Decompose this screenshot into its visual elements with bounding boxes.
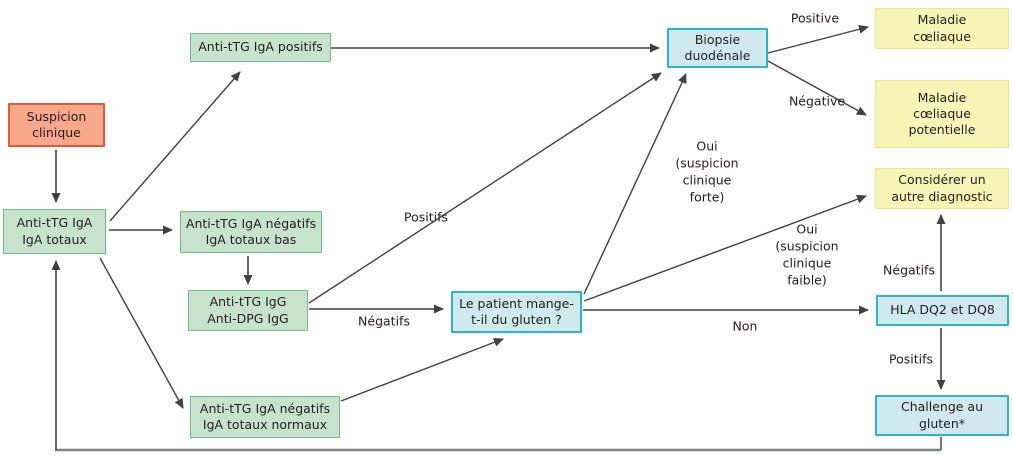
node-maladie-coeliaque-potentielle: Maladie cœliaque potentielle [875,80,1009,148]
arrow-biopsie-positive-to-maladie [767,24,869,54]
edge-label-oui-faible: Oui (suspicion clinique faible) [775,221,839,287]
edge-label-oui-forte: Oui (suspicion clinique forte) [675,138,739,204]
node-maladie-coeliaque: Maladie cœliaque [875,8,1009,49]
arrow-patient-oui-forte-to-biopsie [583,73,687,295]
node-anti-ttg-iga-positifs: Anti-tTG IgA positifs [190,33,331,62]
arrow-patient-oui-faible-to-considerer [583,194,867,302]
edge-label-negative: Négative [788,93,846,109]
edge-label-hla-positifs: Positifs [888,351,934,367]
node-anti-ttg-iga-totaux: Anti-tTG IgA IgA totaux [3,209,106,254]
arrow-igg-positifs-to-biopsie [308,72,662,304]
arrow-antittg-to-negatifs-normaux [99,257,184,409]
node-patient-mange-gluten: Le patient mange- t-il du gluten ? [451,291,582,333]
edge-label-positive: Positive [790,10,840,26]
node-anti-ttg-igg-anti-dpg-igg: Anti-tTG IgG Anti-DPG IgG [188,290,308,331]
node-biopsie-duodenale: Biopsie duodénale [667,28,768,68]
arrow-negatifs-normaux-to-patient [340,338,504,402]
edge-label-igg-negatifs: Négatifs [358,313,410,329]
edge-label-igg-positifs: Positifs [403,209,449,225]
node-suspicion-clinique: Suspicion clinique [8,103,105,147]
node-anti-ttg-iga-negatifs-bas: Anti-tTG IgA négatifs IgA totaux bas [180,211,322,253]
arrow-biopsie-negative-to-potentielle [767,60,867,116]
edge-label-hla-negatifs: Négatifs [883,262,935,278]
edge-label-non: Non [732,318,758,334]
node-anti-ttg-iga-negatifs-normaux: Anti-tTG IgA négatifs IgA totaux normaux [190,396,340,438]
node-considerer-autre-diagnostic: Considérer un autre diagnostic [875,168,1009,209]
node-challenge-gluten: Challenge au gluten* [875,395,1009,436]
node-hla-dq2-dq8: HLA DQ2 et DQ8 [876,295,1009,326]
arrow-antittg-to-iga-positifs [109,71,241,222]
